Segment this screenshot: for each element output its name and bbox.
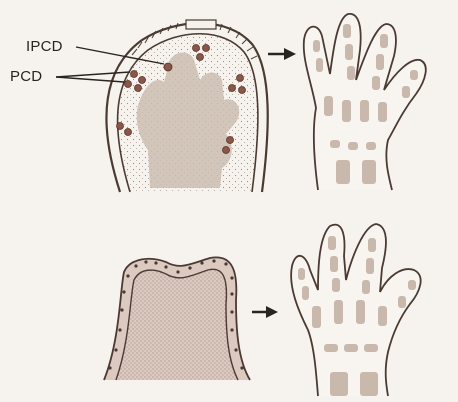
arrow-top <box>268 48 296 60</box>
pcd-label: PCD <box>10 68 42 85</box>
ipcd-label: IPCD <box>26 38 63 55</box>
ridge-gap <box>186 20 216 29</box>
arrow-bottom <box>252 306 278 318</box>
hand-outline-bottom <box>291 224 421 396</box>
hand-webbed <box>291 224 421 396</box>
hand-separated-digits <box>304 14 426 190</box>
limb-bud-top <box>56 20 268 192</box>
bud-bottom-inner <box>116 269 238 380</box>
limb-bud-bottom <box>104 257 250 380</box>
